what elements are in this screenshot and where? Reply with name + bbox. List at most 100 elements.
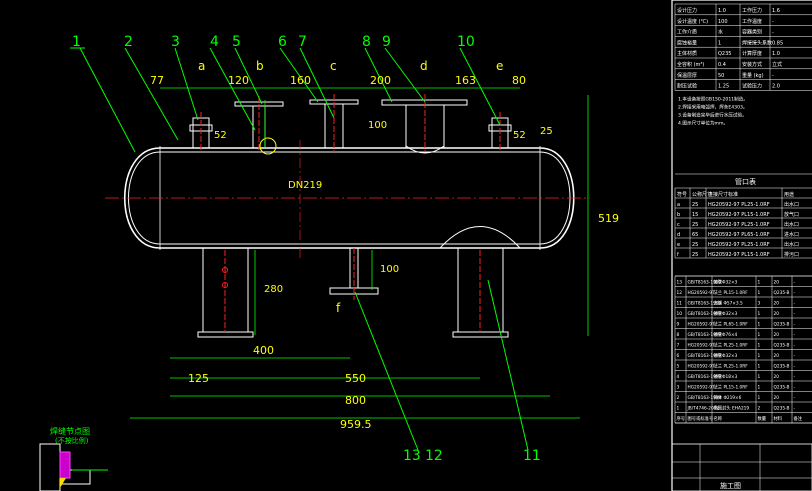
nozzle-cell: HG20592-97 PL25-1.0RF: [708, 242, 770, 248]
parts-header: 材料: [774, 415, 783, 422]
parts-cell: -: [794, 291, 796, 296]
weld-title: 焊缝节点图: [50, 426, 90, 436]
nozzle-header: 用途: [784, 191, 794, 198]
specs-note: 2.焊接采用电弧焊，焊条E4303。: [678, 103, 748, 110]
parts-cell: 6: [677, 353, 680, 359]
parts-cell: 法兰 PL65-1.0RF: [714, 321, 749, 328]
specs-cell: 全容积 (m³): [677, 61, 704, 68]
dim-200: 200: [370, 74, 391, 87]
callout-13: 13: [403, 448, 421, 464]
nozzle-header: 符号: [677, 191, 687, 198]
nozzle-table-title: 管口表: [735, 177, 756, 186]
parts-cell: 接管Φ76×4: [714, 331, 738, 338]
parts-cell: -: [794, 333, 796, 338]
parts-cell: GB/T8163-1999: [688, 374, 722, 380]
vessel-body: [105, 140, 590, 258]
callout-labels: 1 2 3 4 5 6 7 8 9 10 11 12 13: [72, 34, 541, 464]
specs-cell: 1: [718, 40, 721, 46]
parts-cell: -: [794, 354, 796, 359]
dim-400: 400: [253, 344, 274, 357]
parts-cell: 法兰 PL25-1.0RF: [714, 363, 749, 370]
weld-detail: 焊缝节点图 (不按比例): [39, 426, 108, 491]
specs-cell: 0.85: [772, 40, 783, 46]
dimension-texts: 77 120 160 200 163 80 52 100 52 25 400 1…: [150, 74, 619, 431]
parts-cell: -: [794, 407, 796, 412]
specs-cell: 主体材质: [677, 50, 697, 57]
parts-cell: 接管Φ32×3: [714, 352, 738, 359]
parts-cell: Q235-B: [774, 343, 790, 349]
specs-cell: 工作压力: [742, 7, 762, 14]
parts-cell: HG20592-97: [688, 322, 716, 328]
parts-cell: GB/T8163-1999: [688, 311, 722, 317]
parts-cell: 1: [758, 280, 761, 286]
nozzle-cell: 25: [692, 202, 698, 208]
dim-519: 519: [598, 212, 619, 225]
parts-cell: -: [794, 312, 796, 317]
parts-header: 图号或标准号: [688, 415, 714, 422]
specs-cell: 立式: [772, 61, 782, 68]
callout-11: 11: [523, 448, 541, 464]
parts-cell: 8: [677, 332, 680, 338]
nozzle-c: [309, 94, 359, 152]
nozzle-label-e: e: [496, 59, 503, 73]
parts-cell: 接管Φ32×3: [714, 310, 738, 317]
specs-cell: 水: [718, 29, 723, 36]
parts-cell: 1: [758, 322, 761, 328]
specs-note: 1.本设备按照GB150-2011制造。: [678, 95, 748, 102]
specs-cell: 工作温度: [742, 18, 762, 25]
callout-2: 2: [124, 34, 133, 50]
parts-cell: 11: [677, 301, 683, 307]
parts-cell: -: [794, 365, 796, 370]
parts-cell: HG20592-97: [688, 343, 716, 349]
leg-left: [197, 247, 254, 338]
dim-25: 25: [540, 126, 553, 137]
saddle-dome: [439, 226, 521, 249]
parts-cell: -: [794, 375, 796, 380]
specs-cell: 设计温度 (℃): [677, 18, 708, 25]
parts-cell: Q235-B: [774, 364, 790, 370]
parts-cell: 13: [677, 280, 683, 286]
nozzle-cell: c: [677, 222, 680, 228]
dim-160: 160: [290, 74, 311, 87]
parts-header: 数量: [758, 415, 767, 422]
dim-125: 125: [188, 372, 209, 385]
callout-8: 8: [362, 34, 371, 50]
parts-cell: 2: [677, 395, 680, 401]
parts-cell: Q235-B: [774, 406, 790, 412]
nozzle-cell: HG20592-97 PL25-1.0RF: [708, 222, 770, 228]
parts-cell: 接管Φ32×3: [714, 279, 738, 286]
nozzle-cell: 15: [692, 212, 698, 218]
nozzle-e: [488, 112, 512, 152]
specs-note: 3.设备制造完毕后进行水压试验。: [678, 111, 747, 118]
parts-cell: 20: [774, 301, 780, 307]
parts-cell: 法兰 PL15-1.0RF: [714, 289, 749, 296]
parts-cell: 20: [774, 353, 780, 359]
callout-12: 12: [425, 448, 443, 464]
callout-9: 9: [382, 34, 391, 50]
specs-cell: 设计压力: [677, 7, 697, 14]
parts-cell: 20: [774, 374, 780, 380]
dim-959: 959.5: [340, 418, 372, 431]
specs-cell: 1.25: [718, 84, 729, 90]
specs-cell: 重量 (kg): [742, 72, 764, 79]
parts-cell: Q235-B: [774, 385, 790, 391]
nozzle-letters: a b c d e f: [198, 59, 503, 315]
nozzle-cell: f: [677, 252, 679, 258]
parts-cell: HG20592-97: [688, 364, 716, 370]
callout-10: 10: [457, 34, 475, 50]
nozzle-label-b: b: [256, 59, 264, 73]
parts-cell: JB/T4746-2002: [687, 406, 720, 412]
parts-cell: 7: [677, 343, 680, 349]
parts-header: 名称: [714, 415, 723, 422]
parts-cell: 接管Φ18×3: [714, 373, 738, 380]
parts-cell: 1: [758, 374, 761, 380]
dim-800: 800: [345, 394, 366, 407]
specs-cell: 耐压试验: [677, 83, 697, 90]
nozzle-header: 连接尺寸标准: [708, 191, 738, 198]
parts-cell: -: [794, 396, 796, 401]
nozzle-cell: 25: [692, 222, 698, 228]
nozzle-cell: a: [677, 202, 680, 208]
parts-cell: 3: [758, 301, 761, 307]
